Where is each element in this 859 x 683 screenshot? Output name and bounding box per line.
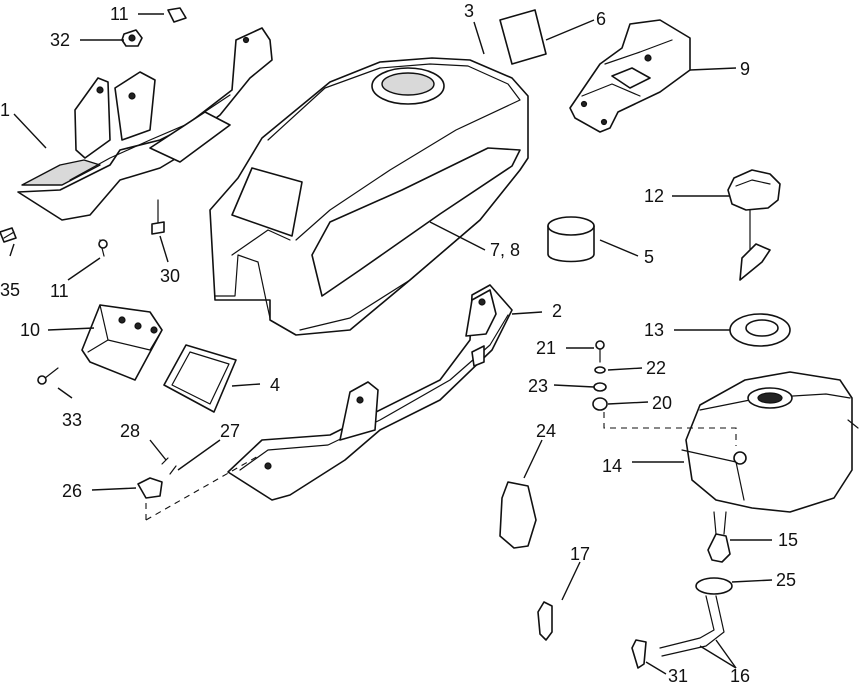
- rear-lower-pan-part: [17, 27, 273, 221]
- callout-4: 4: [270, 375, 280, 395]
- callout-15: 15: [778, 530, 798, 550]
- decal-label-part: [499, 9, 547, 65]
- fuel-cap-part: [727, 169, 781, 281]
- bracket-box-part: [81, 304, 163, 381]
- support-bracket-part: [569, 19, 691, 133]
- pad-part: [499, 481, 537, 549]
- callout-20: 20: [652, 393, 672, 413]
- fuel-tank-part: [681, 371, 859, 513]
- callout-22: 22: [646, 358, 666, 378]
- callout-2: 2: [552, 301, 562, 321]
- callout-6: 6: [596, 9, 606, 29]
- callout-11-lower: 11: [50, 281, 69, 301]
- callout-7-8: 7, 8: [490, 240, 520, 260]
- callout-11-upper: 11: [110, 4, 129, 24]
- fuel-valve-15: [707, 511, 731, 563]
- screw-35: [0, 227, 17, 243]
- rubber-bushing-part: [547, 216, 595, 263]
- callout-32: 32: [50, 30, 70, 50]
- engine-cover-part: [209, 57, 529, 336]
- callout-27: 27: [220, 421, 240, 441]
- alignment-line-26: [145, 454, 261, 521]
- callout-21: 21: [536, 338, 556, 358]
- washer-22: [594, 366, 606, 374]
- clip-part: [537, 601, 553, 641]
- callout-9: 9: [740, 59, 750, 79]
- hose-clip-31: [631, 639, 647, 669]
- grommet-20: [592, 397, 608, 411]
- screw-33: [37, 367, 59, 385]
- pin-27: [169, 465, 177, 475]
- bolt-21: [595, 340, 605, 363]
- leader-lines: [9, 13, 773, 675]
- callout-35: 35: [0, 280, 20, 300]
- screw-11-lower: [98, 239, 108, 257]
- callout-26: 26: [62, 481, 82, 501]
- nut-32: [121, 29, 143, 47]
- callout-23: 23: [528, 376, 548, 396]
- bolt-30: [151, 199, 165, 235]
- grommet-part: [729, 313, 791, 347]
- callout-13: 13: [644, 320, 664, 340]
- callout-14: 14: [602, 456, 622, 476]
- callout-5: 5: [644, 247, 654, 267]
- callout-24: 24: [536, 421, 556, 441]
- callout-12: 12: [644, 186, 664, 206]
- front-lower-pan-part: [227, 284, 513, 501]
- fuel-line-16: [659, 595, 725, 657]
- screw-11-upper: [167, 7, 187, 23]
- callout-17: 17: [570, 544, 590, 564]
- clamp-25: [695, 577, 733, 595]
- callout-33: 33: [62, 410, 82, 430]
- callout-25: 25: [776, 570, 796, 590]
- alignment-line-20: [603, 412, 737, 446]
- callout-10: 10: [20, 320, 40, 340]
- callout-30: 30: [160, 266, 180, 286]
- callout-28: 28: [120, 421, 140, 441]
- callout-3: 3: [464, 1, 474, 21]
- gasket-part: [163, 344, 237, 413]
- callout-16: 16: [730, 666, 750, 683]
- callout-31: 31: [668, 666, 688, 683]
- callout-1: 1: [0, 100, 10, 120]
- pin-28: [161, 457, 169, 465]
- fitting-26: [137, 477, 163, 499]
- washer-23: [593, 382, 607, 392]
